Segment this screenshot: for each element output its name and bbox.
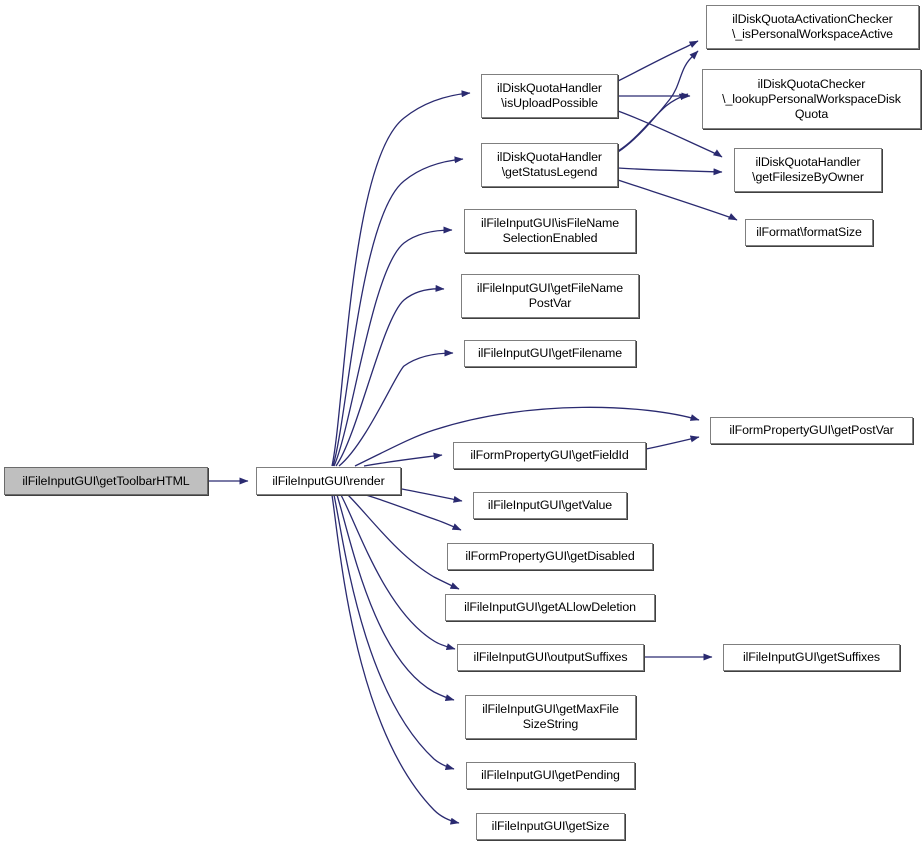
node-label: ilDiskQuotaHandler \getStatusLegend [497, 150, 602, 179]
edge-render-to-getValue [401, 488, 463, 503]
node-label: ilFileInputGUI\getFilename [477, 346, 623, 360]
graph-node-getFilename[interactable]: ilFileInputGUI\getFilename [464, 340, 636, 367]
node-label: ilFileInputGUI\getToolbarHTML [22, 473, 190, 488]
edge-render-to-isFileNameSel [333, 226, 453, 467]
graph-node-getSuffixes[interactable]: ilFileInputGUI\getSuffixes [723, 644, 900, 671]
edge-render-to-getFilename [338, 349, 454, 467]
edge-isUploadPossible-to-activationChecker [617, 40, 699, 82]
node-label: ilFileInputGUI\isFileName SelectionEnabl… [481, 216, 619, 245]
edge-render-to-getSize [331, 494, 460, 825]
node-label: ilDiskQuotaChecker \_lookupPersonalWorks… [722, 76, 901, 121]
node-label: ilDiskQuotaHandler \isUploadPossible [497, 81, 602, 110]
node-label: ilFormat\formatSize [756, 225, 862, 239]
edge-render-to-getStatusLegend [332, 156, 464, 467]
edge-render-to-getPending [333, 494, 455, 771]
node-label: ilFileInputGUI\getValue [487, 498, 613, 512]
graph-node-activationChecker[interactable]: ilDiskQuotaActivationChecker \_isPersona… [706, 5, 919, 49]
graph-node-root[interactable]: ilFileInputGUI\getToolbarHTML [4, 467, 208, 495]
graph-node-formatSize[interactable]: ilFormat\formatSize [745, 219, 873, 246]
node-label: ilFileInputGUI\getALlowDeletion [464, 600, 636, 614]
node-label: ilDiskQuotaHandler \getFilesizeByOwner [752, 155, 864, 184]
node-label: ilFileInputGUI\getFileName PostVar [476, 281, 624, 310]
edge-render-to-getALlowDeletion [347, 494, 460, 590]
node-label: ilFileInputGUI\getSuffixes [743, 650, 880, 664]
graph-node-getPending[interactable]: ilFileInputGUI\getPending [466, 762, 635, 789]
edge-render-to-getFileNamePostVar [335, 284, 445, 467]
graph-node-getMaxFileSize[interactable]: ilFileInputGUI\getMaxFile SizeString [465, 695, 636, 739]
graph-node-getFieldId[interactable]: ilFormPropertyGUI\getFieldId [453, 442, 646, 469]
edge-render-to-getFieldId [363, 452, 443, 467]
node-label: ilFileInputGUI\outputSuffixes [473, 650, 628, 664]
node-label: ilFileInputGUI\getSize [491, 819, 610, 833]
graph-node-getValue[interactable]: ilFileInputGUI\getValue [473, 492, 627, 519]
node-label: ilFileInputGUI\getMaxFile SizeString [482, 702, 619, 731]
graph-node-isFileNameSel[interactable]: ilFileInputGUI\isFileName SelectionEnabl… [464, 209, 636, 253]
graph-node-getPostVar[interactable]: ilFormPropertyGUI\getPostVar [710, 417, 913, 444]
node-label: ilFileInputGUI\render [272, 473, 385, 488]
graph-node-quotaChecker[interactable]: ilDiskQuotaChecker \_lookupPersonalWorks… [702, 69, 921, 129]
node-label: ilFileInputGUI\getPending [481, 768, 620, 782]
edge-getStatusLegend-to-getFilesizeByOwner [617, 167, 723, 176]
graph-node-outputSuffixes[interactable]: ilFileInputGUI\outputSuffixes [457, 644, 644, 671]
edge-render-to-outputSuffixes [340, 494, 456, 651]
graph-node-isUploadPossible[interactable]: ilDiskQuotaHandler \isUploadPossible [481, 74, 618, 118]
node-label: ilDiskQuotaActivationChecker \_isPersona… [732, 12, 893, 41]
edge-render-to-getDisabled [365, 494, 462, 531]
graph-node-getFileNamePostVar[interactable]: ilFileInputGUI\getFileName PostVar [461, 274, 639, 318]
edge-getFieldId-to-getPostVar [645, 435, 700, 450]
edge-getStatusLegend-to-quotaChecker [617, 93, 689, 152]
node-label: ilFormPropertyGUI\getFieldId [470, 448, 629, 462]
graph-node-render[interactable]: ilFileInputGUI\render [256, 467, 401, 495]
graph-node-getFilesizeByOwner[interactable]: ilDiskQuotaHandler \getFilesizeByOwner [734, 148, 882, 192]
graph-node-getSize[interactable]: ilFileInputGUI\getSize [476, 813, 625, 840]
edge-render-to-isUploadPossible [331, 90, 471, 467]
graph-node-getDisabled[interactable]: ilFormPropertyGUI\getDisabled [447, 543, 653, 570]
node-label: ilFormPropertyGUI\getPostVar [729, 423, 894, 437]
graph-node-getALlowDeletion[interactable]: ilFileInputGUI\getALlowDeletion [445, 594, 655, 621]
edge-getStatusLegend-to-activationChecker [617, 50, 699, 153]
node-label: ilFormPropertyGUI\getDisabled [465, 549, 635, 563]
graph-node-getStatusLegend[interactable]: ilDiskQuotaHandler \getStatusLegend [481, 143, 618, 187]
edge-render-to-getMaxFileSize [336, 494, 455, 702]
